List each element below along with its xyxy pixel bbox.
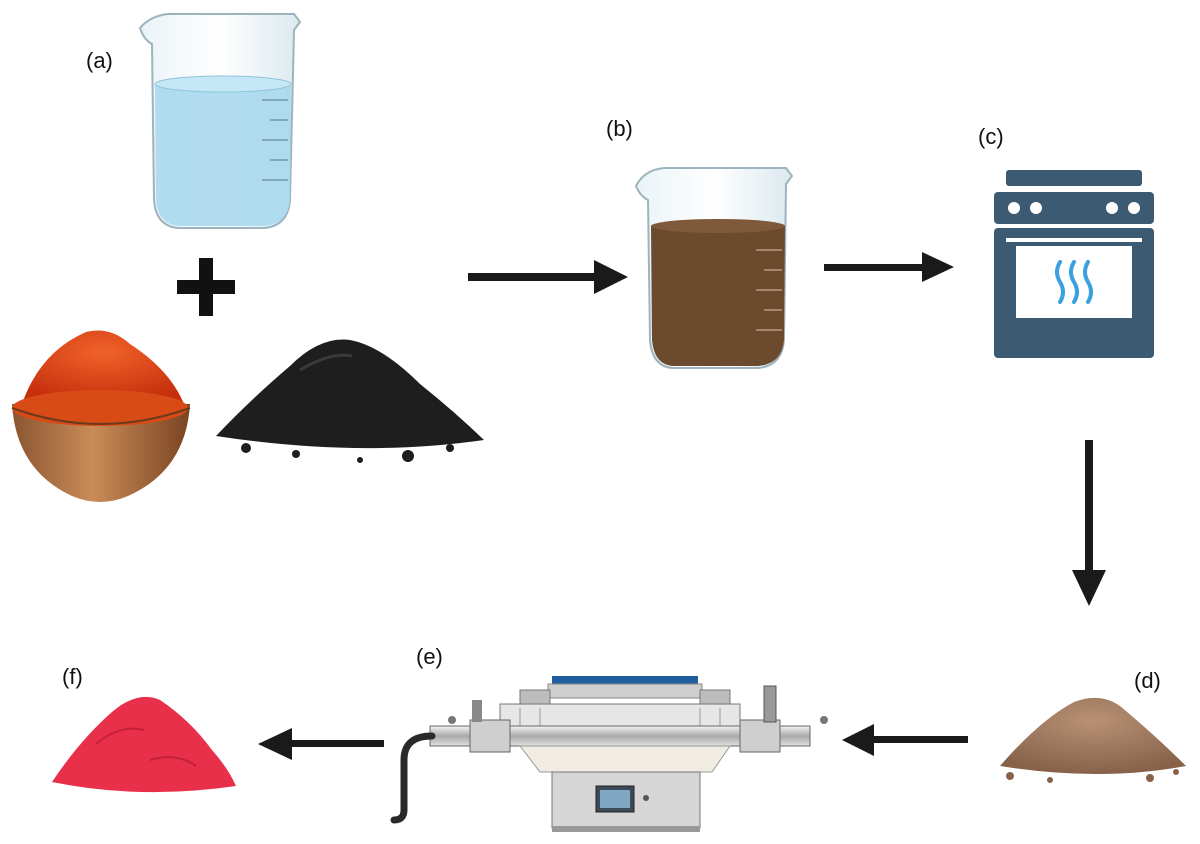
label-f: (f): [62, 664, 83, 689]
plus-icon: [177, 258, 235, 316]
beaker-brown-solution-icon: [634, 167, 794, 369]
black-powder-icon: [216, 339, 484, 463]
arrow-b-to-c: [824, 252, 954, 282]
label-c: (c): [978, 124, 1004, 149]
red-powder-icon: [52, 696, 236, 793]
arrow-c-to-d: [1072, 440, 1106, 606]
oven-icon: [994, 170, 1154, 358]
arrow-a-to-b: [468, 260, 628, 294]
label-d: (d): [1134, 668, 1161, 693]
label-a: (a): [86, 48, 113, 73]
label-b: (b): [606, 116, 633, 141]
red-powder-bowl-icon: [11, 330, 191, 502]
arrow-e-to-f: [258, 728, 384, 760]
tube-furnace-icon: [390, 676, 828, 832]
beaker-water-icon: [138, 13, 302, 229]
arrow-d-to-e: [842, 724, 968, 756]
brown-powder-icon: [1000, 697, 1186, 783]
label-e: (e): [416, 644, 443, 669]
